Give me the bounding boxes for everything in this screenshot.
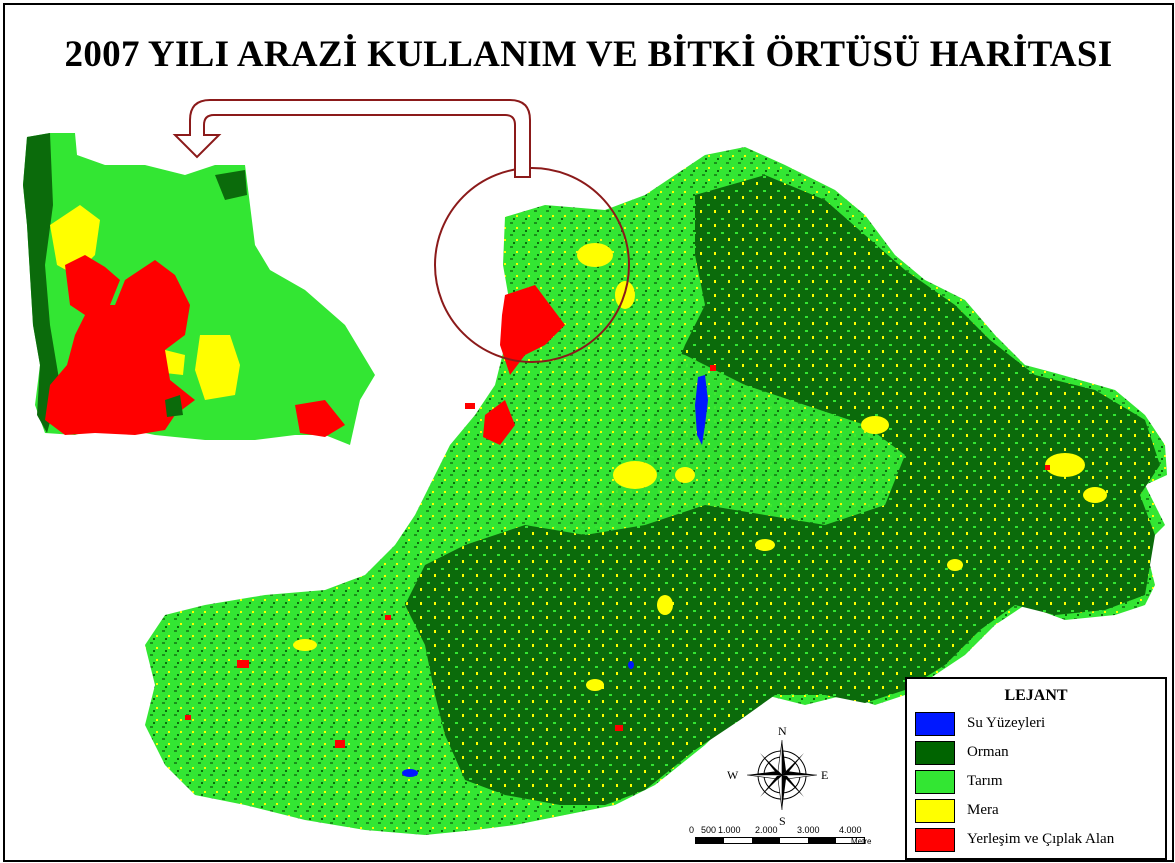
legend-label: Tarım [967, 773, 1003, 789]
legend-swatch [915, 769, 955, 794]
pasture-patches [293, 243, 1107, 691]
scale-tick: 2.000 [755, 825, 778, 835]
legend-swatch [915, 827, 955, 852]
scale-tick: 1.000 [718, 825, 741, 835]
legend-item-forest: Orman [907, 738, 1165, 767]
legend-item-settlement: Yerleşim ve Çıplak Alan [907, 825, 1165, 854]
legend-label: Mera [967, 802, 999, 818]
scale-tick: 4.000 [839, 825, 862, 835]
legend-swatch [915, 711, 955, 736]
zoom-circle [434, 167, 630, 363]
map-frame: 2007 YILI ARAZİ KULLANIM VE BİTKİ ÖRTÜSÜ… [3, 3, 1174, 862]
legend: LEJANT Su Yüzeyleri Orman Tarım Mera Yer… [905, 677, 1167, 860]
legend-label: Yerleşim ve Çıplak Alan [967, 831, 1115, 847]
legend-label: Su Yüzeyleri [967, 715, 1046, 731]
inset-map [23, 133, 375, 445]
scale-tick: 500 [701, 825, 717, 835]
scale-bar: 0 500 1.000 2.000 3.000 4.000 Metre [687, 825, 871, 846]
legend-item-pasture: Mera [907, 796, 1165, 825]
legend-swatch [915, 798, 955, 823]
compass-e-label: E [821, 768, 829, 782]
map-canvas [23, 99, 1167, 835]
compass-rose-icon: N S W E [727, 724, 830, 828]
settlement-patches [185, 285, 1050, 748]
legend-swatch [915, 740, 955, 765]
zoom-arrow [172, 99, 531, 178]
compass-w-label: W [727, 768, 739, 782]
water-bodies [402, 375, 708, 777]
map-title: 2007 YILI ARAZİ KULLANIM VE BİTKİ ÖRTÜSÜ… [64, 34, 1113, 75]
scale-ticks: 0 500 1.000 2.000 3.000 4.000 [687, 825, 867, 837]
scale-unit: Metre [851, 837, 872, 846]
scale-tick: 3.000 [797, 825, 820, 835]
legend-title: LEJANT [1004, 687, 1068, 704]
region-agriculture-center [485, 335, 905, 535]
compass-s-label: S [779, 814, 786, 828]
legend-item-agriculture: Tarım [907, 767, 1165, 796]
scale-bar-segments [695, 837, 865, 844]
legend-item-water: Su Yüzeyleri [907, 709, 1165, 738]
compass-n-label: N [778, 724, 787, 738]
scale-tick: 0 [689, 825, 695, 835]
legend-label: Orman [967, 744, 1009, 760]
